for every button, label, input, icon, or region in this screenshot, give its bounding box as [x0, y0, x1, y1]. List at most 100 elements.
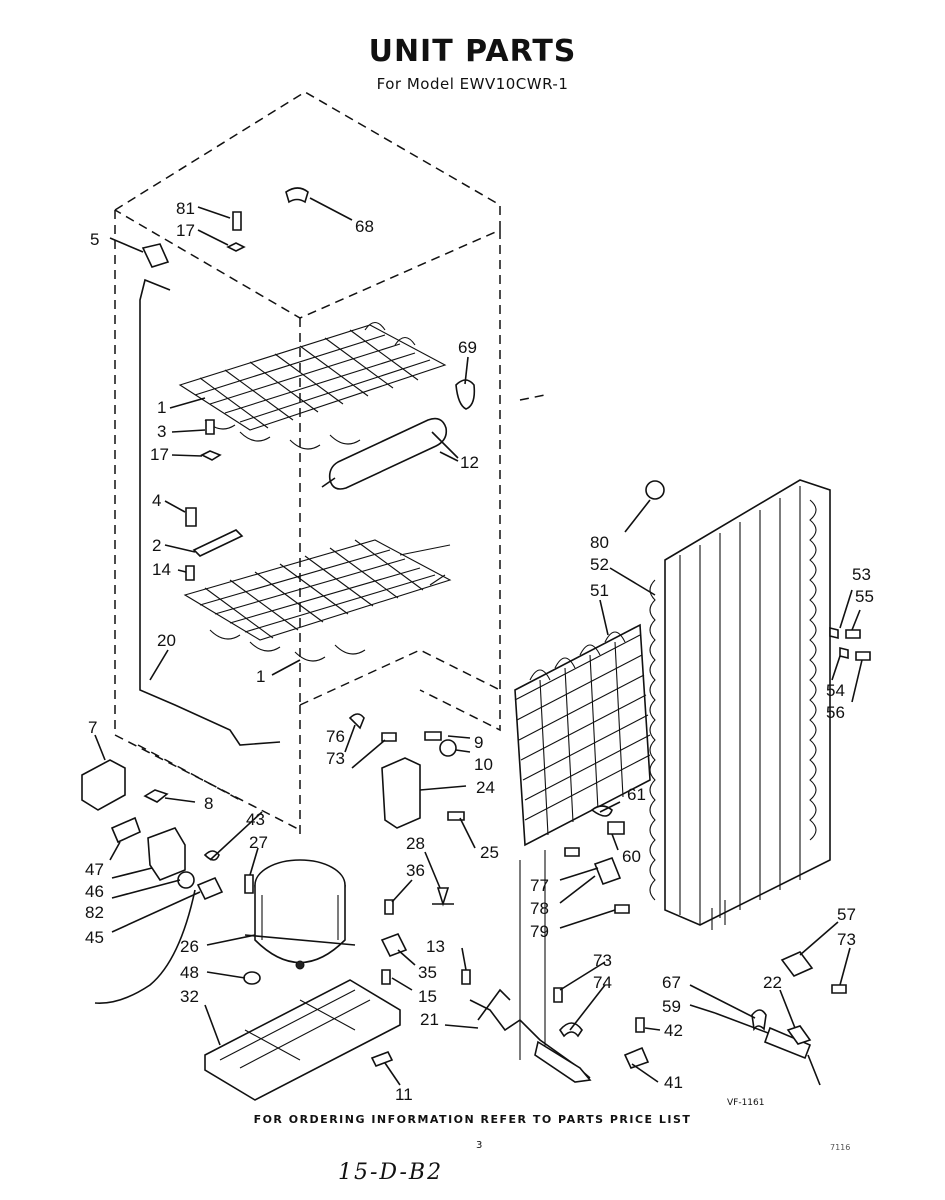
screw-part-79 — [614, 904, 630, 914]
pin-part-11 — [370, 1050, 394, 1068]
callout-1b: 1 — [256, 667, 265, 686]
relay-part-45 — [196, 876, 224, 901]
callout-15: 15 — [418, 987, 437, 1006]
callout-55: 55 — [855, 587, 874, 606]
callout-51: 51 — [590, 581, 609, 600]
drawing-id: VF-1161 — [727, 1098, 765, 1108]
corner-code: 7116 — [830, 1143, 851, 1152]
callout-57: 57 — [837, 905, 856, 924]
screw-part-3 — [205, 419, 215, 435]
bracket-part-41 — [623, 1046, 650, 1069]
screw-part-73 — [381, 732, 397, 742]
grommet-part-10 — [439, 739, 457, 757]
clip-part-76 — [348, 713, 365, 730]
relay-cover-part-46 — [147, 827, 186, 881]
model-subtitle: For Model EWV10CWR-1 — [376, 75, 569, 93]
callout-79: 79 — [530, 922, 549, 941]
callout-13: 13 — [426, 937, 445, 956]
callout-45: 45 — [85, 928, 104, 947]
clip-part-35 — [380, 932, 408, 958]
screw-part-55 — [845, 629, 861, 639]
wiring-harness-part-21 — [469, 988, 592, 1083]
callout-7: 7 — [88, 718, 97, 737]
screw-part-4 — [185, 507, 197, 527]
callout-69: 69 — [458, 338, 477, 357]
cover-part-47 — [110, 816, 142, 844]
washer-part-53 — [829, 626, 839, 640]
filter-drier-part-12 — [321, 417, 459, 490]
grommet-part-80 — [645, 480, 665, 500]
callout-12: 12 — [460, 453, 479, 472]
callout-2: 2 — [152, 536, 161, 555]
tube-part-59-end — [807, 1054, 821, 1086]
page-title: UNIT PARTS — [368, 34, 577, 69]
callout-82: 82 — [85, 903, 104, 922]
bracket-part-7 — [81, 759, 126, 811]
callout-78: 78 — [530, 899, 549, 918]
callout-46: 46 — [85, 882, 104, 901]
base-frame-part-32 — [204, 979, 401, 1101]
callout-60: 60 — [622, 847, 641, 866]
callout-73b: 73 — [837, 930, 856, 949]
washer-part-54 — [839, 646, 849, 660]
callout-74: 74 — [593, 973, 612, 992]
screw-part-42 — [635, 1017, 645, 1033]
grommet-part-48 — [243, 971, 261, 985]
screw-part-73-mid — [553, 987, 563, 1003]
power-cord — [94, 889, 196, 1004]
callout-35: 35 — [418, 963, 437, 982]
callout-27: 27 — [249, 833, 268, 852]
grommet-part-82 — [177, 871, 195, 889]
screw-part-14 — [185, 565, 195, 581]
bracket-part-2 — [192, 529, 244, 557]
callout-8: 8 — [204, 794, 213, 813]
screw-part-56 — [855, 651, 871, 661]
callout-68: 68 — [355, 217, 374, 236]
left-wall-tubing — [139, 278, 281, 746]
clamp-part-78 — [593, 856, 622, 886]
callout-20: 20 — [157, 631, 176, 650]
callout-17a: 17 — [176, 221, 195, 240]
screw-part-9 — [424, 731, 442, 741]
callout-67: 67 — [662, 973, 681, 992]
bracket-part-24 — [381, 757, 421, 829]
clamp-part-57 — [780, 951, 814, 977]
clip-part-68 — [285, 187, 309, 204]
nut-part-60 — [607, 821, 625, 835]
callout-47: 47 — [85, 860, 104, 879]
condenser-coil-part-52 — [649, 479, 831, 930]
callout-42: 42 — [664, 1021, 683, 1040]
callout-32: 32 — [180, 987, 199, 1006]
callout-61: 61 — [627, 785, 646, 804]
callout-26: 26 — [180, 937, 199, 956]
clip-part-67 — [751, 1009, 767, 1032]
callout-76: 76 — [326, 727, 345, 746]
lower-evaporator-shelf — [183, 539, 452, 662]
callout-56: 56 — [826, 703, 845, 722]
callout-53: 53 — [852, 565, 871, 584]
callout-14: 14 — [152, 560, 171, 579]
handwritten-note: 15-D-B2 — [338, 1160, 444, 1185]
callout-10: 10 — [474, 755, 493, 774]
callout-52: 52 — [590, 555, 609, 574]
callout-24: 24 — [476, 778, 495, 797]
callout-81: 81 — [176, 199, 195, 218]
cabinet-outline — [114, 91, 546, 835]
plug-part-27 — [244, 874, 254, 894]
compressor-part-26 — [244, 859, 356, 970]
callout-77: 77 — [530, 876, 549, 895]
callout-9: 9 — [474, 733, 483, 752]
callout-41: 41 — [664, 1073, 683, 1092]
clip-part-69 — [455, 379, 476, 410]
callout-73a: 73 — [326, 749, 345, 768]
washer-part-17 — [226, 242, 246, 252]
callout-11: 11 — [395, 1085, 413, 1104]
callout-4: 4 — [152, 491, 161, 510]
screw-part-25 — [447, 811, 465, 821]
page-number: 3 — [476, 1140, 483, 1151]
condenser-panel-part-51 — [514, 623, 651, 1060]
callout-80: 80 — [590, 533, 609, 552]
